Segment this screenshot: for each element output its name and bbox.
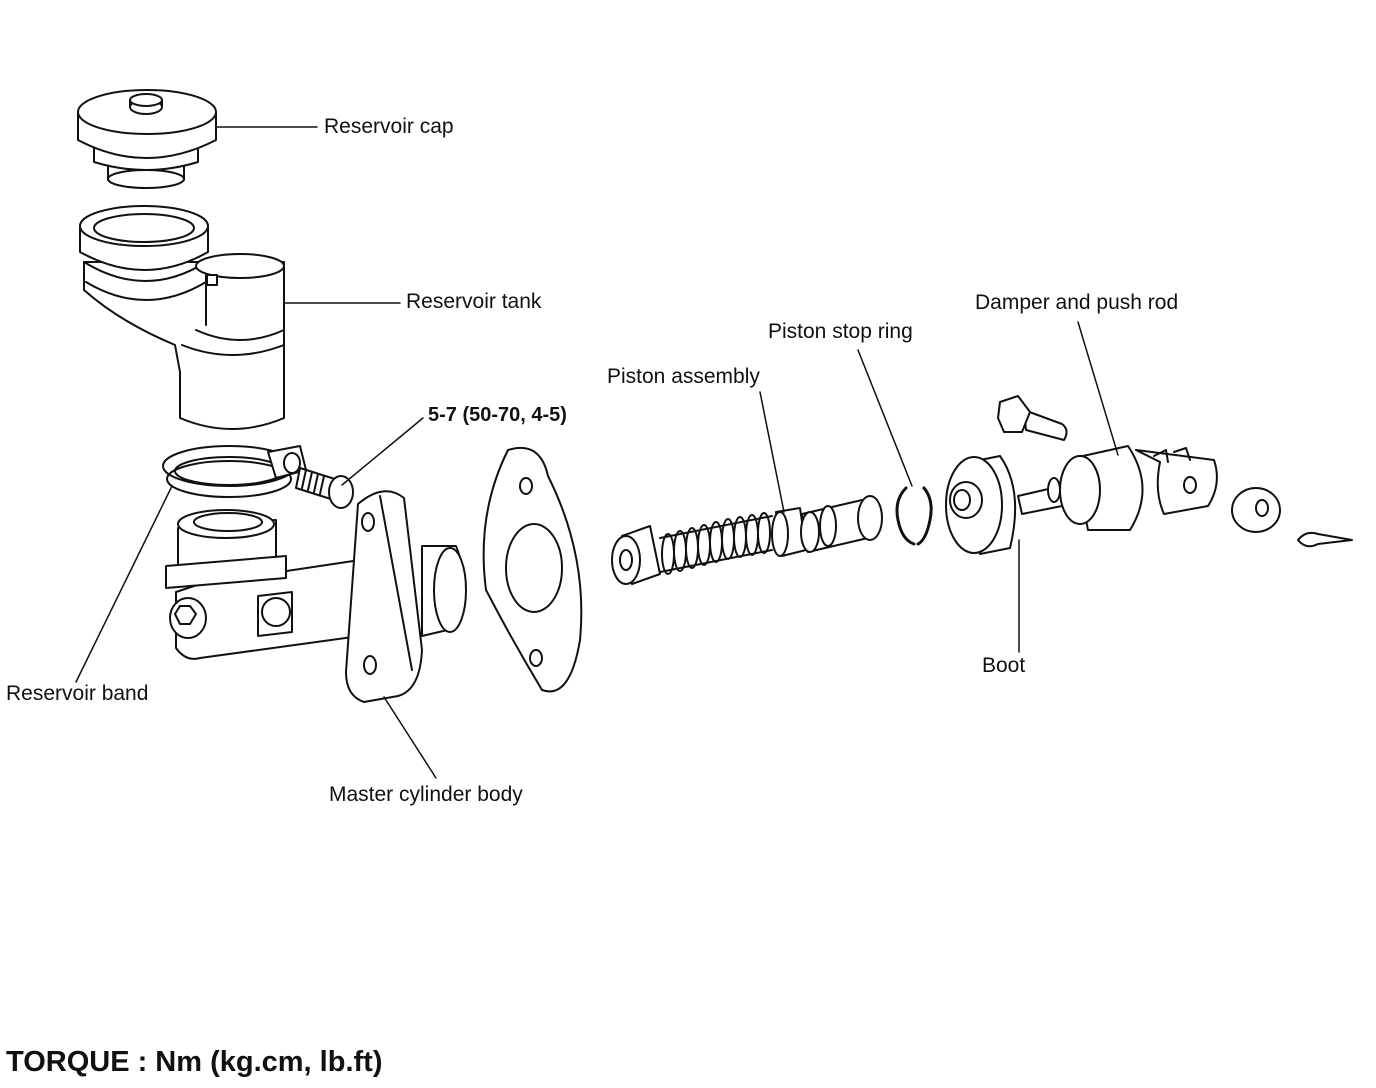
reservoir-tank-part (79, 205, 285, 430)
torque-spec-label: 5-7 (50-70, 4-5) (428, 404, 567, 426)
reservoir-cap-part (77, 89, 217, 189)
damper-push-rod-part (1017, 445, 1218, 531)
reservoir-band-label: Reservoir band (6, 682, 149, 705)
cotter-pin-part (1297, 531, 1353, 548)
piston-assembly-label: Piston assembly (607, 365, 760, 388)
reservoir-band-part (162, 445, 307, 498)
reservoir-cap-label: Reservoir cap (324, 115, 454, 138)
leader-lines (75, 126, 1119, 779)
torque-units-footer: TORQUE : Nm (kg.cm, lb.ft) (6, 1046, 383, 1078)
piston-stop-ring-part (895, 486, 933, 546)
master-cylinder-body-part (165, 490, 467, 703)
washer-part (1231, 487, 1281, 533)
piston-stop-ring-label: Piston stop ring (768, 320, 913, 343)
band-screw-part (295, 467, 354, 509)
master-cylinder-body-label: Master cylinder body (329, 783, 523, 806)
boot-part (945, 455, 1017, 555)
damper-push-rod-label: Damper and push rod (975, 291, 1179, 314)
reservoir-tank-label: Reservoir tank (406, 290, 542, 313)
bolt-part (997, 395, 1068, 441)
gasket-part (482, 446, 583, 693)
piston-assembly-part (611, 495, 883, 585)
boot-label: Boot (982, 654, 1026, 677)
